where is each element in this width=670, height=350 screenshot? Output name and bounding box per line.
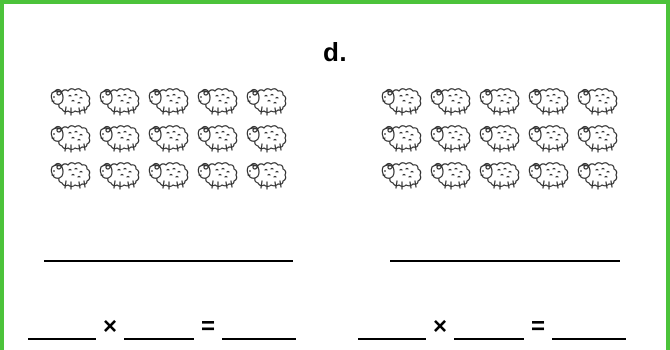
sheep-icon: [476, 156, 525, 193]
product-blank[interactable]: [552, 312, 627, 340]
sheep-row: [47, 82, 293, 119]
sheep-icon: [194, 119, 243, 156]
sheep-icon: [47, 82, 96, 119]
sheep-group-right: [378, 82, 624, 193]
sheep-icon: [243, 156, 292, 193]
sheep-icon: [96, 119, 145, 156]
sheep-icon: [47, 119, 96, 156]
sheep-icon: [427, 119, 476, 156]
product-blank[interactable]: [222, 312, 297, 340]
sheep-icon: [47, 156, 96, 193]
sheep-icon: [378, 82, 427, 119]
sheep-row: [378, 119, 624, 156]
sheep-group-left: [47, 82, 293, 193]
equation-right: × =: [358, 310, 627, 340]
equation-left: × =: [28, 310, 297, 340]
answer-line-left[interactable]: [44, 260, 293, 262]
times-sign: ×: [103, 313, 118, 340]
sheep-icon: [243, 82, 292, 119]
sheep-icon: [378, 156, 427, 193]
sheep-icon: [525, 119, 574, 156]
sheep-row: [378, 82, 624, 119]
sheep-icon: [243, 119, 292, 156]
factor-blank-1[interactable]: [358, 312, 426, 340]
sheep-row: [47, 156, 293, 193]
sheep-icon: [378, 119, 427, 156]
sheep-icon: [96, 82, 145, 119]
sheep-row: [378, 156, 624, 193]
factor-blank-2[interactable]: [124, 312, 195, 340]
sheep-icon: [427, 82, 476, 119]
problem-label: d.: [322, 37, 348, 67]
factor-blank-1[interactable]: [28, 312, 96, 340]
sheep-icon: [96, 156, 145, 193]
factor-blank-2[interactable]: [454, 312, 525, 340]
sheep-icon: [427, 156, 476, 193]
sheep-icon: [574, 119, 623, 156]
sheep-icon: [194, 82, 243, 119]
sheep-icon: [525, 82, 574, 119]
sheep-icon: [194, 156, 243, 193]
sheep-icon: [525, 156, 574, 193]
sheep-icon: [574, 156, 623, 193]
sheep-icon: [145, 156, 194, 193]
equals-sign: =: [531, 313, 546, 340]
sheep-icon: [145, 119, 194, 156]
times-sign: ×: [433, 313, 448, 340]
sheep-icon: [476, 119, 525, 156]
equals-sign: =: [201, 313, 216, 340]
sheep-icon: [574, 82, 623, 119]
answer-line-right[interactable]: [390, 260, 620, 262]
sheep-icon: [476, 82, 525, 119]
sheep-icon: [145, 82, 194, 119]
sheep-row: [47, 119, 293, 156]
